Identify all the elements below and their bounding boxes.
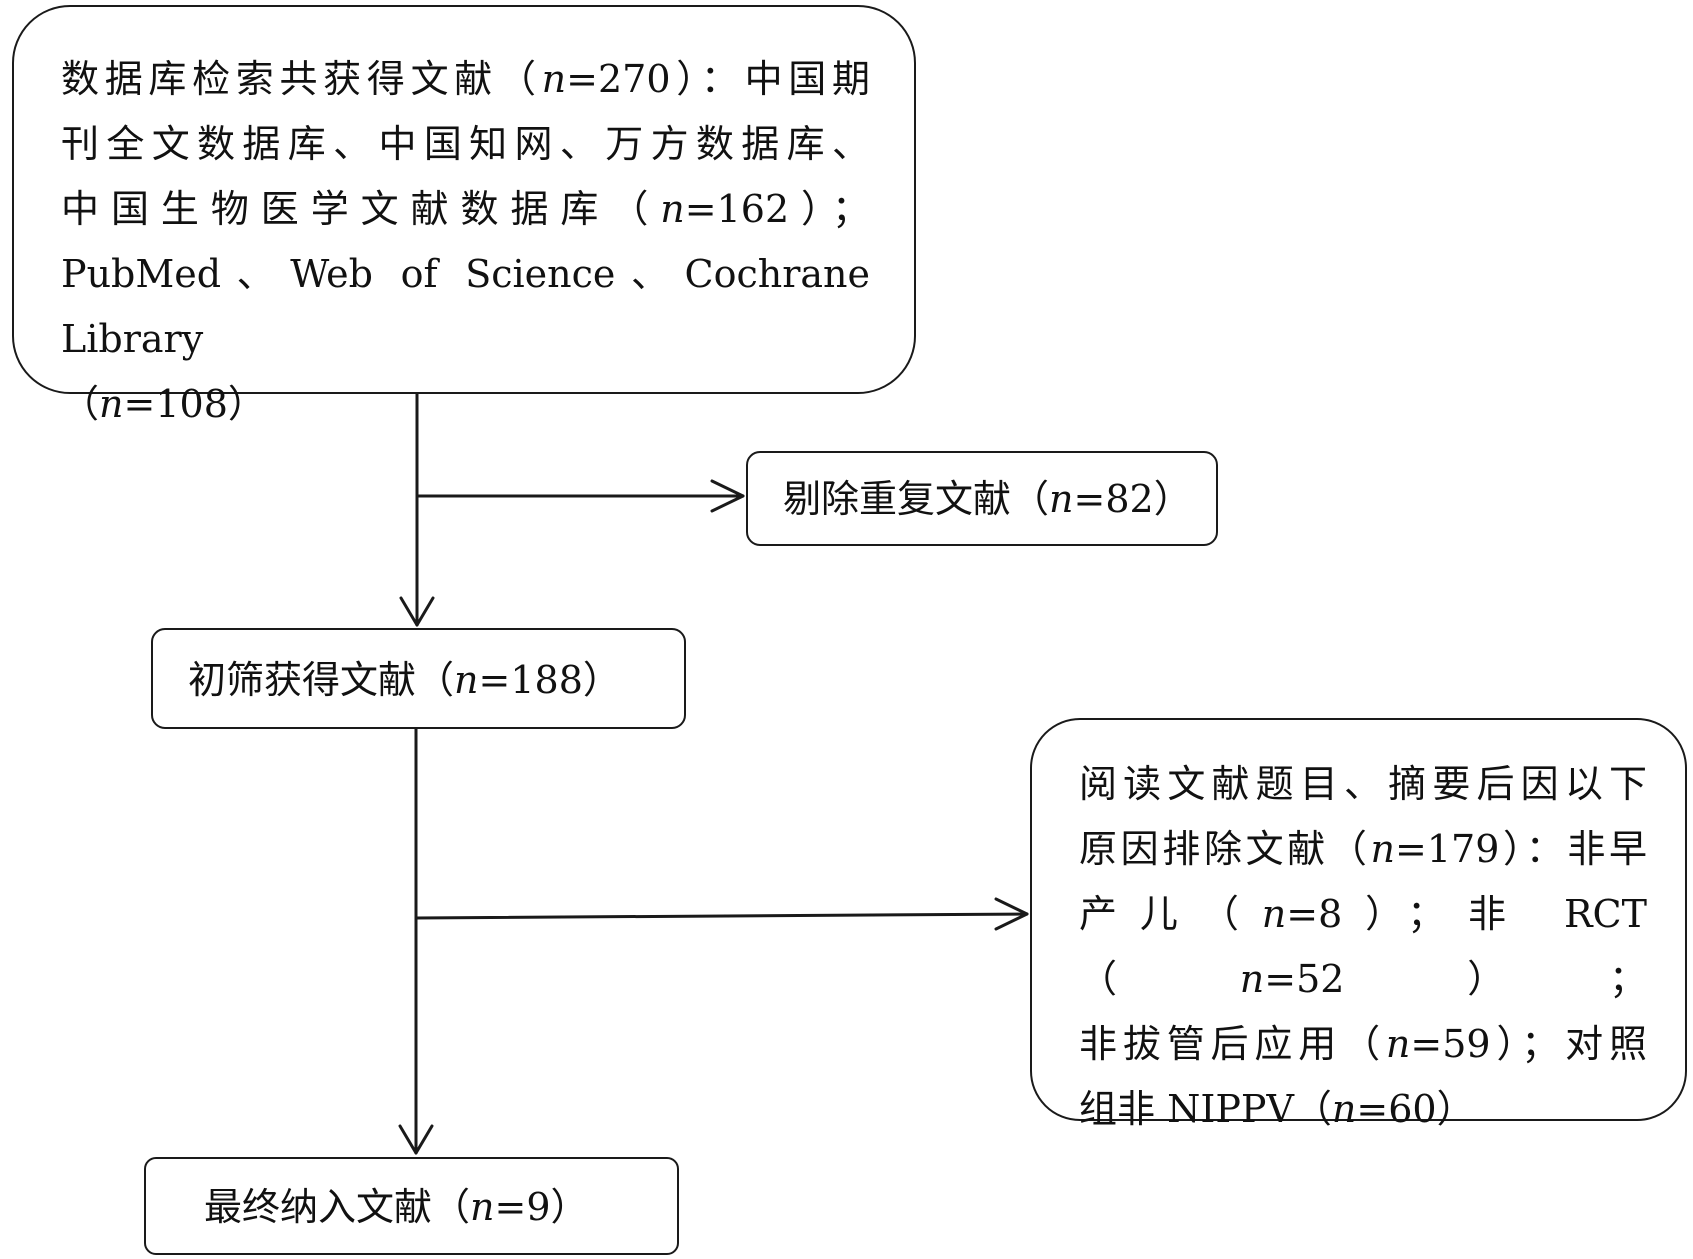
- duplicates-label: 剔除重复文献（n=82）: [783, 477, 1192, 521]
- exclusion-line-1: 阅读文献题目、摘要后因以下: [1079, 762, 1647, 806]
- final-included-box: 最终纳入文献（n=9）: [144, 1157, 679, 1255]
- exclusion-line-4: 非拔管后应用（n=59）；对照: [1079, 1022, 1647, 1066]
- arrowhead-duplicates: [710, 479, 745, 513]
- final-included-label: 最终纳入文献（n=9）: [204, 1185, 589, 1229]
- search-line-1: 数据库检索共获得文献（n=270）：中国期: [61, 57, 870, 101]
- search-line-2: 刊全文数据库、中国知网、万方数据库、: [61, 122, 870, 166]
- initial-screening-label: 初筛获得文献（n=188）: [188, 658, 621, 702]
- arrowhead-exclusions: [994, 897, 1029, 931]
- exclusion-reasons-box: 阅读文献题目、摘要后因以下 原因排除文献（n=179）：非早 产儿（n=8）；非…: [1030, 718, 1687, 1131]
- search-line-5: （n=108）: [61, 382, 266, 426]
- exclusion-line-2: 原因排除文献（n=179）：非早: [1079, 827, 1647, 871]
- connector-to-exclusions: [414, 912, 1029, 920]
- initial-screening-box: 初筛获得文献（n=188）: [151, 628, 686, 729]
- exclusion-line-3: 产儿（n=8）；非 RCT（n=52）；: [1079, 892, 1647, 1001]
- arrowhead-initial: [399, 596, 435, 627]
- search-line-4: PubMed、Web of Science、Cochrane Library: [61, 252, 870, 361]
- search-results-box: 数据库检索共获得文献（n=270）：中国期 刊全文数据库、中国知网、万方数据库、…: [12, 5, 916, 426]
- duplicates-removed-box: 剔除重复文献（n=82）: [746, 451, 1218, 546]
- exclusion-line-5: 组非 NIPPV（n=60）: [1079, 1087, 1475, 1131]
- arrowhead-final: [398, 1124, 434, 1155]
- search-line-3: 中国生物医学文献数据库（n=162）；: [61, 187, 870, 231]
